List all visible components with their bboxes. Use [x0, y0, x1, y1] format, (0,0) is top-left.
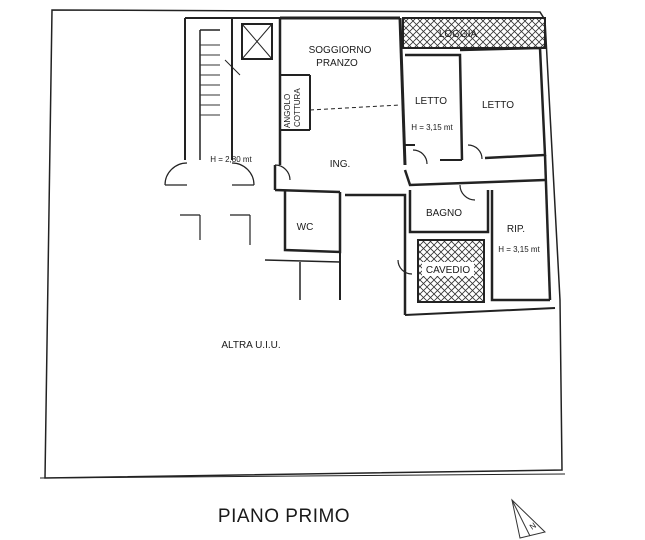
apartment-walls [264, 16, 556, 316]
room-label-loggia: LOGGIA [439, 29, 478, 40]
room-label-soggiorno: SOGGIORNO [309, 45, 372, 56]
north-label: N [528, 521, 538, 532]
floor-title: PIANO PRIMO [218, 506, 350, 527]
north-arrow-icon: N [511, 498, 547, 539]
room-label-ing: ING. [330, 159, 351, 170]
room-label-letto-2: LETTO [482, 100, 514, 111]
room-label-bagno: BAGNO [426, 208, 462, 219]
room-label-altra-uiu: ALTRA U.I.U. [221, 340, 280, 351]
room-label-rip: RIP. [507, 224, 525, 235]
room-label-pranzo: PRANZO [316, 58, 358, 69]
outer-boundary [39, 9, 566, 479]
staircase [184, 17, 280, 160]
height-label-letto: H = 3,15 mt [411, 123, 453, 132]
room-label-angolo: ANGOLO [283, 94, 292, 128]
room-label-letto-1: LETTO [415, 96, 447, 107]
height-label-stair: H = 2,80 mt [210, 155, 252, 164]
room-label-cottura: COTTURA [293, 88, 302, 127]
room-label-cavedio: CAVEDIO [426, 265, 470, 276]
doors [164, 144, 483, 275]
room-label-wc: WC [297, 222, 314, 233]
height-label-rip: H = 3,15 mt [498, 245, 540, 254]
